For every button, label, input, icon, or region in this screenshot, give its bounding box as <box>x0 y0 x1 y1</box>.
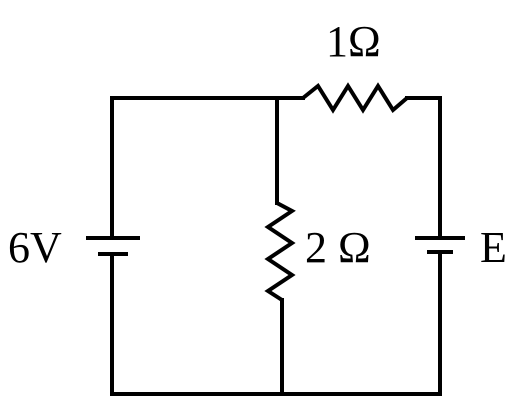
label-6v: 6V <box>8 223 62 272</box>
battery-e <box>415 236 465 254</box>
wire-left-upper <box>110 96 305 238</box>
label-2-ohm: 2 Ω <box>305 223 371 272</box>
wires <box>110 96 442 396</box>
label-1-ohm: 1Ω <box>326 17 381 66</box>
resistor-2-ohm <box>264 201 296 302</box>
resistor-1-ohm <box>301 82 409 114</box>
wire-right-upper <box>405 96 442 240</box>
battery-6v <box>86 236 140 256</box>
label-e: E <box>480 223 507 272</box>
